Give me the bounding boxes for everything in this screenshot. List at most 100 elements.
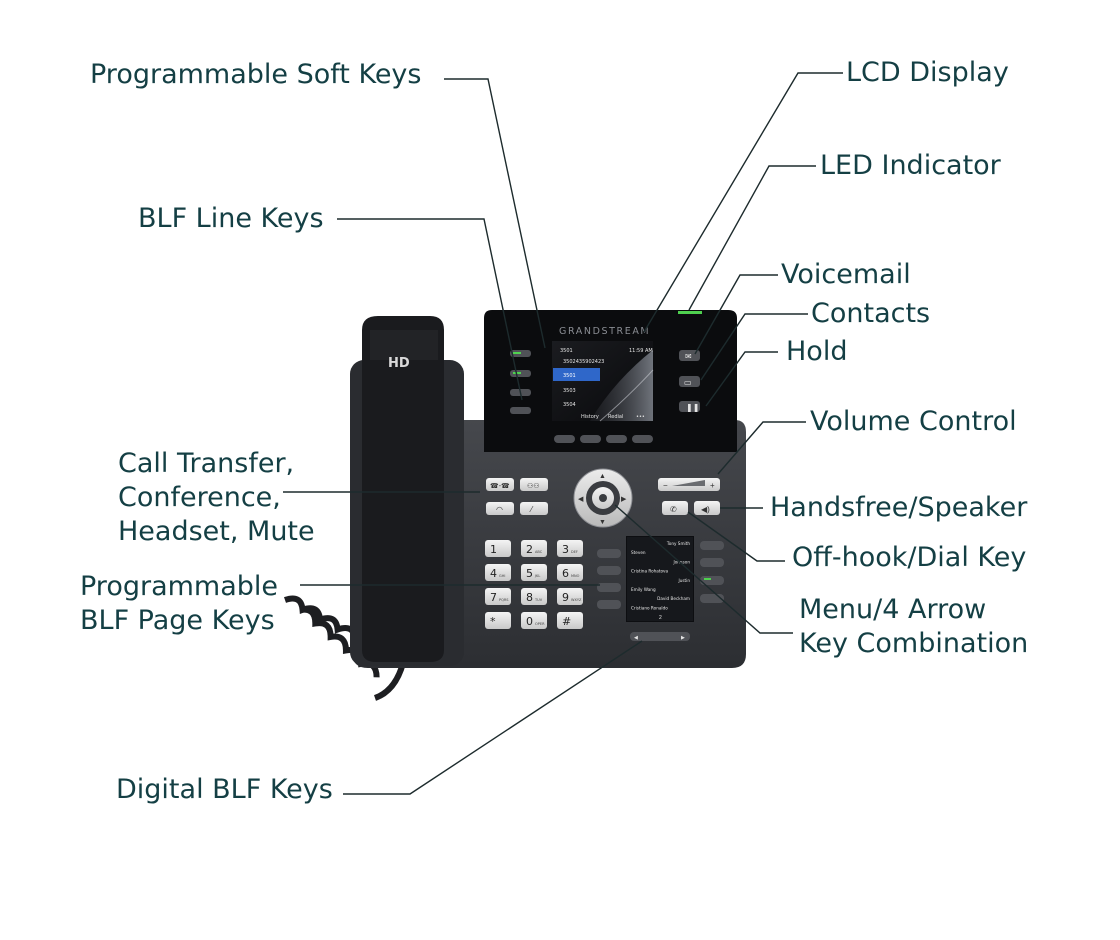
hold-key[interactable] bbox=[679, 401, 700, 412]
keypad-letters: MNO bbox=[571, 574, 580, 578]
leader-hold bbox=[705, 351, 778, 407]
soft-key-4[interactable] bbox=[632, 435, 653, 443]
mute-key[interactable] bbox=[520, 502, 548, 515]
blf-key-r1[interactable] bbox=[700, 541, 724, 550]
headset-key[interactable] bbox=[486, 502, 514, 515]
blf-page-key-1[interactable] bbox=[597, 549, 621, 558]
voicemail-key[interactable] bbox=[679, 350, 700, 361]
book-icon: ▭ bbox=[684, 378, 692, 387]
leader-blf-line-keys bbox=[337, 218, 523, 401]
function-keys: ☎-☎ ⚇⚇ ◠ ⁄ bbox=[486, 478, 548, 515]
label-hold: Hold bbox=[786, 336, 848, 367]
blf-page-number: 2 bbox=[659, 615, 662, 621]
keypad-letters: DEF bbox=[571, 550, 578, 554]
arrow-right-icon: ▶ bbox=[621, 496, 627, 503]
lcd-time: 11:59 AM bbox=[629, 348, 653, 354]
label-contacts: Contacts bbox=[811, 298, 931, 329]
leader-lcd-display bbox=[643, 72, 843, 333]
lcd-softkey-2: Redial bbox=[608, 414, 623, 420]
lcd-unit: GRANDSTREAM 3501 11:59 AM 3502435902423 … bbox=[484, 310, 737, 452]
label-handsfree-speaker: Handsfree/Speaker bbox=[770, 492, 1028, 523]
handset-hd-label: HD bbox=[388, 356, 410, 371]
label-offhook-dial-key: Off-hook/Dial Key bbox=[792, 542, 1027, 573]
label-menu-arrow-line1: Menu/4 Arrow bbox=[799, 594, 987, 625]
blf-contact-name: David Beckham bbox=[657, 596, 690, 601]
mail-icon: ✉ bbox=[685, 352, 692, 361]
arrow-down-icon: ▼ bbox=[599, 519, 606, 526]
volume-plus: + bbox=[710, 481, 715, 490]
soft-key-3[interactable] bbox=[606, 435, 627, 443]
keypad-key[interactable]: * bbox=[485, 612, 511, 629]
keypad-key[interactable]: # bbox=[557, 612, 583, 629]
blf-page-key-3[interactable] bbox=[597, 583, 621, 592]
label-blf-line-keys: BLF Line Keys bbox=[138, 203, 324, 234]
label-lcd-display: LCD Display bbox=[846, 57, 1009, 88]
digital-blf-key-bar[interactable] bbox=[630, 632, 690, 641]
label-programmable-blf-page-keys: Programmable BLF Page Keys bbox=[80, 570, 278, 638]
blf-key-r2[interactable] bbox=[700, 558, 724, 567]
leader-volume-control bbox=[717, 421, 806, 475]
lcd-line-1: 3502435902423 bbox=[563, 359, 604, 365]
keypad-digit: # bbox=[562, 615, 571, 628]
line-key-4[interactable] bbox=[510, 407, 531, 414]
leader-offhook bbox=[687, 511, 785, 562]
volume-area: − + ✆ ◀) bbox=[658, 478, 720, 515]
offhook-key[interactable] bbox=[662, 501, 688, 515]
lcd-line-2: 3501 bbox=[563, 373, 576, 379]
label-call-transfer: Call Transfer, Conference, Headset, Mute bbox=[118, 447, 315, 549]
lcd-highlight-row bbox=[553, 368, 600, 381]
keypad-digit: 9 bbox=[562, 591, 569, 604]
blf-page-key-2[interactable] bbox=[597, 566, 621, 575]
keypad-digit: 0 bbox=[526, 615, 533, 628]
conference-key[interactable] bbox=[520, 478, 548, 491]
svg-text:◠: ◠ bbox=[496, 505, 503, 514]
leader-digital-blf bbox=[343, 640, 643, 795]
speaker-icon: ◀) bbox=[701, 505, 710, 514]
blf-page-key-4[interactable] bbox=[597, 600, 621, 609]
keypad-digit: 6 bbox=[562, 567, 569, 580]
soft-key-1[interactable] bbox=[554, 435, 575, 443]
leader-programmable-soft-keys bbox=[444, 78, 546, 349]
speaker-key[interactable] bbox=[694, 501, 720, 515]
label-menu-arrow-keys: Menu/4 Arrow Key Combination bbox=[799, 593, 1028, 661]
blf-contact-name: Cristiano Ronaldo bbox=[631, 605, 668, 610]
blf-contact-name: Cristina Rohatova bbox=[631, 569, 669, 574]
keypad-letters: JKL bbox=[534, 574, 540, 578]
volume-minus: − bbox=[663, 481, 668, 490]
transfer-key[interactable] bbox=[486, 478, 514, 491]
leader-lines bbox=[283, 72, 843, 795]
label-volume-control: Volume Control bbox=[810, 406, 1017, 437]
lcd-line-3: 3503 bbox=[563, 388, 576, 394]
leader-contacts bbox=[700, 313, 808, 381]
blf-left-arrow-icon: ◀ bbox=[634, 635, 638, 641]
svg-text:☎-☎: ☎-☎ bbox=[490, 482, 510, 490]
lcd-softkey-3: ••• bbox=[636, 414, 645, 420]
leader-led-indicator bbox=[688, 165, 816, 311]
label-call-transfer-line1: Call Transfer, bbox=[118, 448, 295, 479]
contacts-key[interactable] bbox=[679, 376, 700, 387]
brand-logo: GRANDSTREAM bbox=[559, 326, 650, 337]
lcd-softkey-1: History bbox=[581, 414, 599, 420]
blf-contact-name: Justin bbox=[677, 578, 690, 583]
keypad-key[interactable]: 1 bbox=[485, 540, 511, 557]
lcd-ext: 3501 bbox=[560, 348, 573, 354]
soft-key-2[interactable] bbox=[580, 435, 601, 443]
keypad-digit: 8 bbox=[526, 591, 533, 604]
arrow-left-icon: ◀ bbox=[578, 496, 584, 503]
keypad-letters: ABC bbox=[535, 550, 543, 554]
label-voicemail: Voicemail bbox=[781, 259, 911, 290]
led-indicator bbox=[678, 311, 702, 314]
arrow-up-icon: ▲ bbox=[599, 473, 606, 480]
